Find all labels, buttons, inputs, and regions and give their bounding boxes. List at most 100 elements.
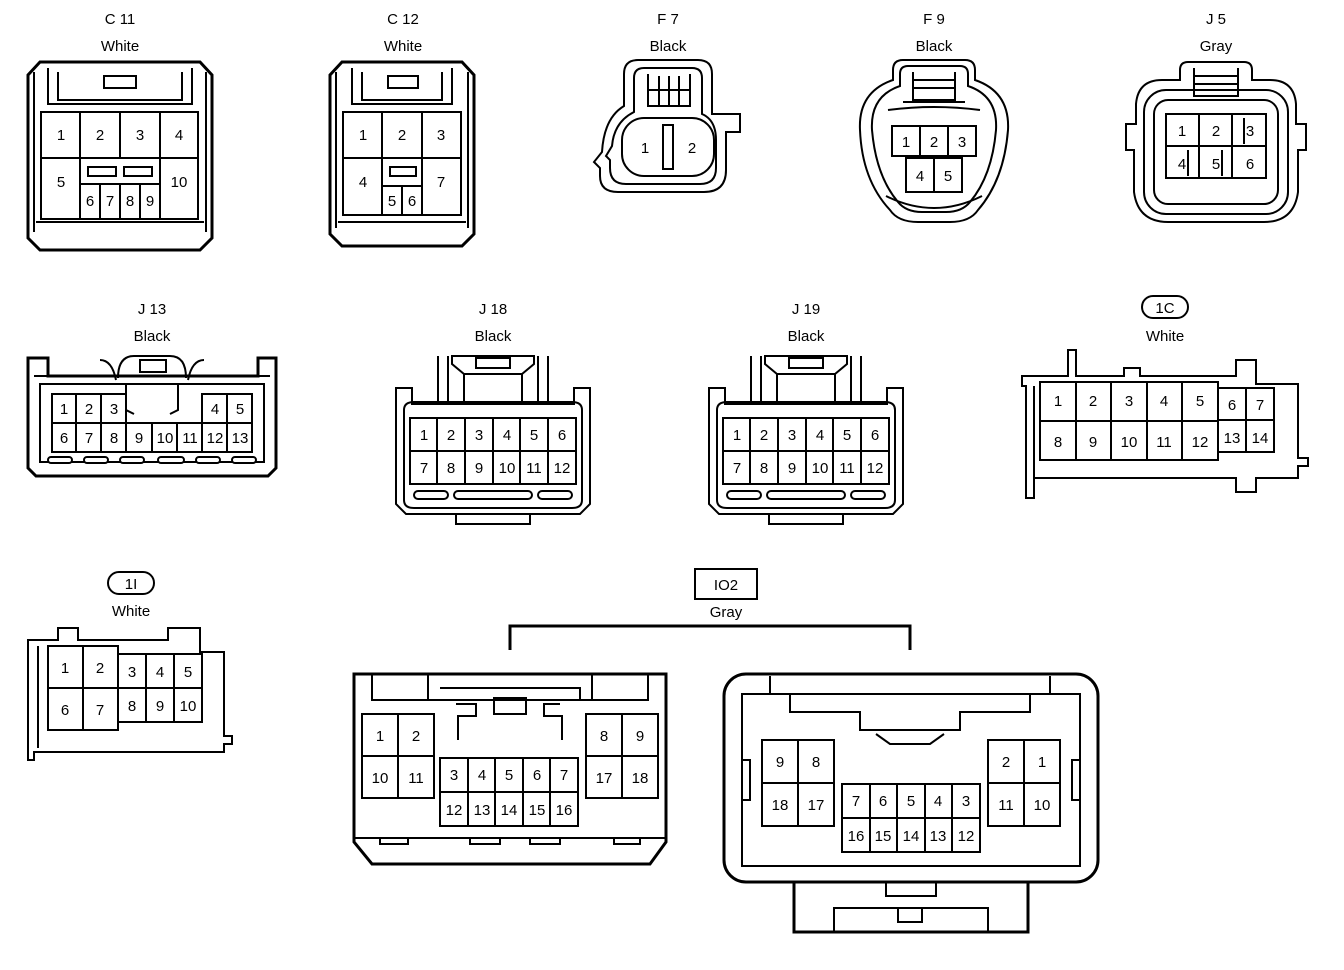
pin-label: 7: [437, 174, 445, 191]
pin-label: 13: [1224, 430, 1241, 447]
pin-label: 14: [903, 828, 920, 845]
connector-color: White: [112, 603, 150, 620]
connector-color: Black: [134, 328, 171, 345]
pin-label: 1: [57, 127, 65, 144]
pin-label: 5: [1196, 393, 1204, 410]
pin-label: 13: [930, 828, 947, 845]
pin-label: 8: [128, 698, 136, 715]
pin-label: 4: [156, 664, 164, 681]
connector-io2: IO2 Gray 1 2 10 11 3 4 5 6 7 12 13 14: [352, 568, 1100, 934]
pin-label: 1: [359, 127, 367, 144]
pin-label: 4: [934, 793, 942, 810]
pin-label: 13: [232, 430, 249, 447]
pin-label: 10: [157, 430, 174, 447]
connector-f9: F 9 Black 1 2 3 4 5: [858, 11, 1010, 223]
pin-label: 6: [60, 430, 68, 447]
pin-label: 5: [236, 401, 244, 418]
pin-label: 4: [175, 127, 183, 144]
pin-label: 2: [447, 427, 455, 444]
pin-label: 9: [776, 754, 784, 771]
connector-c11: C 11 White 1 2 3 4 5 10 6 7 8 9: [26, 11, 214, 252]
pin-label: 2: [1212, 123, 1220, 140]
pin-label: 6: [533, 767, 541, 784]
pin-label: 12: [958, 828, 975, 845]
pin-label: 10: [372, 770, 389, 787]
connector-j19: J 19 Black 1 2 3 4 5 6 7 8 9 10 11 12: [708, 301, 904, 525]
pin-label: 10: [812, 460, 829, 477]
pin-label: 4: [816, 427, 824, 444]
connector-code: 1C: [1155, 300, 1174, 317]
pin-label: 2: [688, 140, 696, 157]
pin-label: 9: [135, 430, 143, 447]
connector-code: IO2: [714, 577, 738, 594]
pin-label: 15: [529, 802, 546, 819]
pin-label: 3: [450, 767, 458, 784]
pin-label: 10: [171, 174, 188, 191]
pin-label: 2: [398, 127, 406, 144]
pin-label: 1: [420, 427, 428, 444]
pin-label: 5: [505, 767, 513, 784]
pin-label: 5: [1212, 156, 1220, 173]
pin-label: 11: [408, 770, 424, 787]
pin-label: 6: [408, 193, 416, 210]
pin-label: 10: [499, 460, 516, 477]
pin-label: 11: [182, 430, 198, 447]
pin-label: 14: [501, 802, 518, 819]
connector-code: C 11: [105, 11, 136, 28]
pin-label: 3: [1246, 123, 1254, 140]
pin-label: 7: [733, 460, 741, 477]
pin-label: 2: [85, 401, 93, 418]
connector-code: J 5: [1206, 11, 1226, 28]
connector-code: F 7: [657, 11, 679, 28]
pin-label: 12: [867, 460, 884, 477]
io2-bracket: [508, 624, 912, 650]
pin-label: 18: [632, 770, 649, 787]
pin-label: 11: [526, 460, 542, 477]
pin-label: 17: [596, 770, 613, 787]
connector-code: 1I: [125, 576, 138, 593]
pin-label: 16: [556, 802, 573, 819]
pin-label: 3: [475, 427, 483, 444]
pin-label: 7: [85, 430, 93, 447]
pin-label: 6: [1246, 156, 1254, 173]
pin-label: 3: [788, 427, 796, 444]
pin-label: 3: [1125, 393, 1133, 410]
pin-label: 2: [760, 427, 768, 444]
pin-label: 12: [554, 460, 571, 477]
connector-color: Gray: [1200, 38, 1233, 55]
pin-label: 3: [110, 401, 118, 418]
pin-label: 9: [156, 698, 164, 715]
pin-label: 3: [128, 664, 136, 681]
pin-label: 12: [446, 802, 463, 819]
pin-label: 1: [641, 140, 649, 157]
pin-label: 7: [420, 460, 428, 477]
connector-code-box: [694, 568, 758, 600]
pin-label: 8: [812, 754, 820, 771]
pin-label: 8: [760, 460, 768, 477]
pin-label: 5: [184, 664, 192, 681]
pin-label: 18: [772, 797, 789, 814]
pin-label: 11: [839, 460, 855, 477]
connector-code: J 13: [138, 301, 166, 318]
pin-label: 2: [96, 127, 104, 144]
connector-j13: J 13 Black 1 2 3 4 5 6 7 8 9 10 11: [26, 301, 278, 478]
pin-label: 1: [61, 660, 69, 677]
pin-label: 1: [902, 134, 910, 151]
connector-color: White: [384, 38, 422, 55]
pin-label: 8: [600, 728, 608, 745]
pin-label: 10: [180, 698, 197, 715]
pin-label: 3: [962, 793, 970, 810]
connector-1i: 1I White 1 2 3 4 5 6 7 8 9 10: [27, 571, 233, 761]
pin-label: 2: [412, 728, 420, 745]
connector-color: White: [101, 38, 139, 55]
pin-label: 2: [1002, 754, 1010, 771]
pin-label: 14: [1252, 430, 1269, 447]
pin-label: 15: [875, 828, 892, 845]
connector-code: J 18: [479, 301, 507, 318]
pin-label: 4: [1160, 393, 1168, 410]
pin-label: 11: [1156, 434, 1172, 451]
connector-color: Black: [475, 328, 512, 345]
pin-label: 8: [447, 460, 455, 477]
pin-label: 6: [86, 193, 94, 210]
pin-label: 7: [560, 767, 568, 784]
